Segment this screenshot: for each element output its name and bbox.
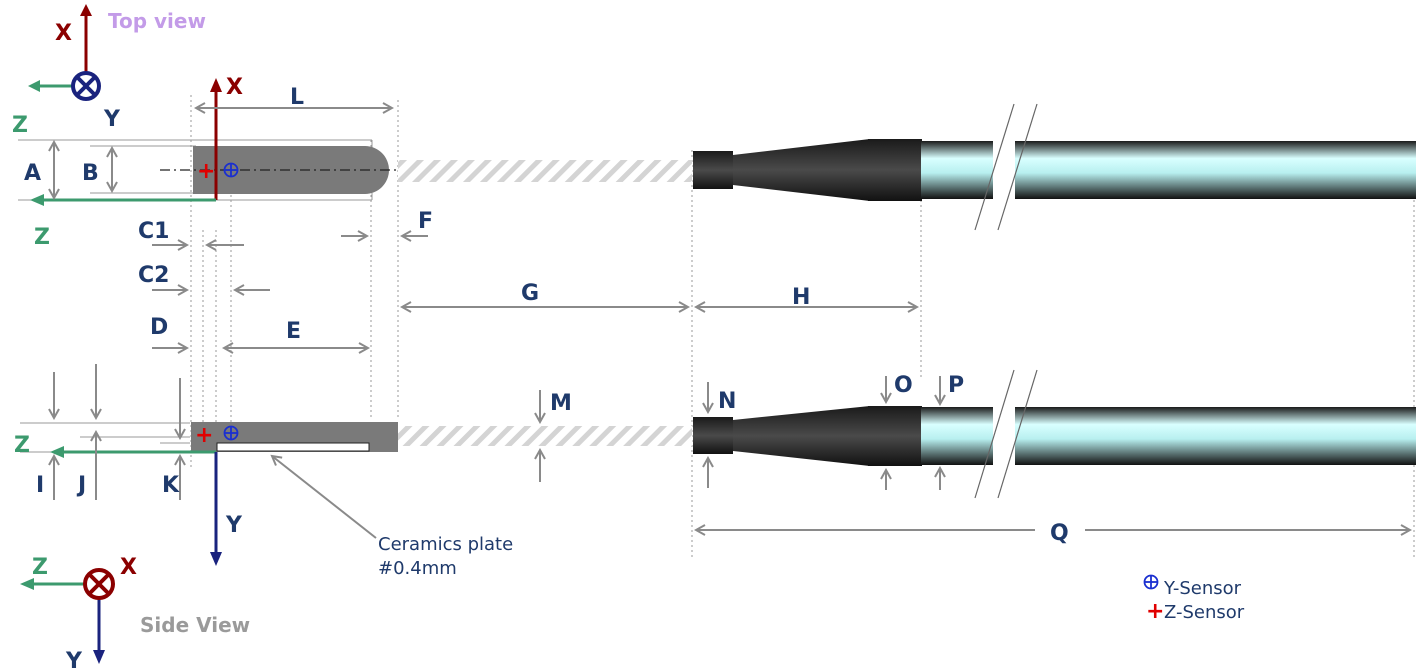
side-break-mark-1 <box>974 369 1015 499</box>
probe-x-axis-arrowhead <box>210 78 222 92</box>
top-z-sensor-icon: + <box>197 159 215 184</box>
top-axis-z-label: Z <box>12 113 28 138</box>
side-probe-outline <box>20 422 190 453</box>
top-axis-x-label: X <box>55 21 72 46</box>
legend-z-sensor-label: Z-Sensor <box>1164 602 1245 623</box>
side-connector-taper <box>733 406 870 466</box>
dim-p-label: P <box>948 373 964 398</box>
side-view-title: Side View <box>140 613 250 637</box>
side-stem <box>398 426 692 446</box>
dim-a-label: A <box>24 161 41 186</box>
side-view-axis-triad <box>20 568 115 664</box>
top-probe-body <box>193 146 389 194</box>
dim-c1-label: C1 <box>138 219 169 244</box>
side-axis-z-label: Z <box>32 555 48 580</box>
side-axis-x-label: X <box>120 555 137 580</box>
probe-axis-z-label: Z <box>34 225 50 250</box>
ceramics-plate-label: Ceramics plate <box>378 534 513 555</box>
dim-g-label: G <box>521 281 539 306</box>
dim-c2-label: C2 <box>138 263 169 288</box>
dim-h-label: H <box>792 285 810 310</box>
dim-i-label: I <box>36 473 44 498</box>
side-axis-y-label: Y <box>65 649 83 670</box>
dim-k-label: K <box>162 473 180 498</box>
side-ceramics-plate <box>216 442 370 452</box>
top-cable-segment-2 <box>1015 141 1416 199</box>
dim-o-label: O <box>894 373 913 398</box>
top-break-mark-2 <box>997 103 1038 231</box>
dim-b-label: B <box>82 161 99 186</box>
top-connector-tip <box>693 151 733 189</box>
reference-lines <box>190 95 1415 560</box>
ceramics-plate-pointer <box>272 456 377 539</box>
dim-m-label: M <box>550 391 572 416</box>
dim-n-label: N <box>718 389 736 414</box>
side-break-mark-2 <box>997 369 1038 499</box>
side-cable-segment-2 <box>1015 407 1416 465</box>
legend-y-sensor-label: Y-Sensor <box>1163 578 1242 599</box>
side-connector-body <box>868 406 922 466</box>
dim-d-label: D <box>150 315 168 340</box>
dim-j-label: J <box>76 473 86 498</box>
dim-f-label: F <box>418 209 433 234</box>
side-probe-z-label: Z <box>14 433 30 458</box>
top-connector-taper <box>733 139 870 201</box>
probe-axis-x-label: X <box>226 75 243 100</box>
probe-z-axis-arrowhead <box>30 194 44 206</box>
top-cable-segment-1 <box>921 141 993 199</box>
side-cable-segment-1 <box>921 407 993 465</box>
side-probe-y-label: Y <box>225 513 243 538</box>
top-view-title: Top view <box>108 9 206 33</box>
sensor-legend: Y-Sensor + Z-Sensor <box>1143 574 1245 624</box>
top-axis-y-label: Y <box>103 107 121 132</box>
dim-l-label: L <box>290 85 304 110</box>
top-stem <box>398 160 692 182</box>
dim-e-label: E <box>286 319 301 344</box>
side-z-sensor-icon: + <box>195 423 213 448</box>
dim-q-label: Q <box>1050 521 1069 546</box>
top-connector-body <box>868 139 922 201</box>
legend-z-sensor-icon: + <box>1146 599 1164 624</box>
ceramics-plate-thickness: #0.4mm <box>378 558 457 579</box>
side-connector-tip <box>693 417 733 454</box>
top-break-mark-1 <box>974 103 1015 231</box>
top-view-axis-triad <box>28 4 101 101</box>
